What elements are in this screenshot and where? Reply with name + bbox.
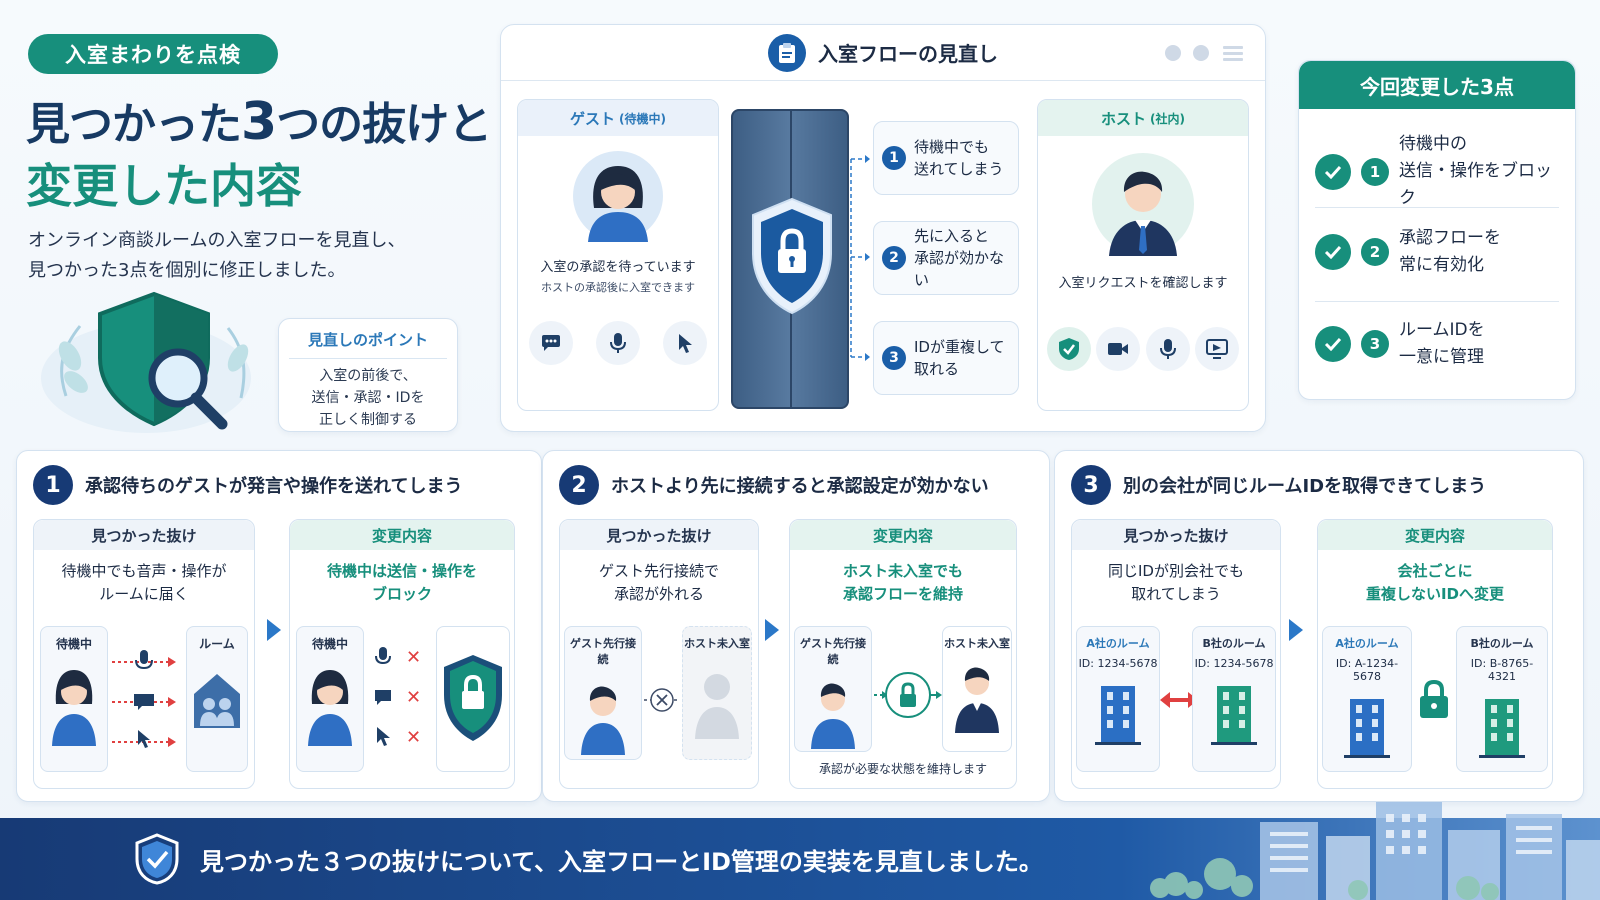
review-point-box: 見直しのポイント 入室の前後で、 送信・承認・IDを 正しく制御する: [278, 318, 458, 432]
arrow-icon: [765, 619, 779, 641]
flow-issue-2: 2 先に入ると承認が効かない: [873, 221, 1019, 295]
shield-lock-icon: [444, 655, 502, 741]
guest-avatar: [573, 151, 663, 242]
microphone-icon[interactable]: [595, 321, 640, 365]
shield-check-icon[interactable]: [1046, 327, 1091, 371]
flow-header: 入室フローの見直し: [501, 25, 1265, 81]
window-dot[interactable]: [1193, 45, 1209, 61]
camera-icon[interactable]: [1096, 327, 1141, 371]
microphone-icon: [375, 647, 391, 665]
blocked-x-icon: ✕: [406, 726, 422, 748]
lock-gate-icon: [874, 672, 942, 718]
guest-avatar: [581, 686, 625, 755]
change-item-3: 3 ルームIDを一意に管理: [1315, 317, 1561, 371]
door-illustration: [731, 109, 849, 409]
screen-share-icon[interactable]: [1195, 327, 1240, 371]
building-icon: [1095, 686, 1141, 745]
guest-first-mini: ゲスト先行接続: [564, 626, 642, 760]
menu-icon[interactable]: [1223, 45, 1243, 61]
lock-icon: [1420, 680, 1448, 718]
issue-connectors: [850, 155, 870, 361]
host-avatar: [955, 667, 999, 733]
flow-issue-1: 1 待機中でも送れてしまう: [873, 121, 1019, 195]
section-2: 2 ホストより先に接続すると承認設定が効かない 見つかった抜け ゲスト先行接続で…: [542, 450, 1050, 802]
guest-avatar: [811, 683, 855, 749]
window-dot[interactable]: [1165, 45, 1181, 61]
lock-mini: [436, 626, 510, 772]
section-3: 3 別の会社が同じルームIDを取得できてしまう 見つかった抜け 同じIDが別会社…: [1054, 450, 1584, 802]
blocked-x-icon: ✕: [406, 686, 422, 708]
host-panel: ホスト(社内) 入室リクエストを確認します: [1037, 99, 1249, 411]
building-icon: [1479, 699, 1525, 758]
clipboard-icon: [768, 33, 806, 72]
section-1-found: 見つかった抜け 待機中でも音声・操作がルームに届く 待機中 ルーム: [33, 519, 255, 789]
section-3-found: 見つかった抜け 同じIDが別会社でも取れてしまう A社のルーム ID: 1234…: [1071, 519, 1281, 789]
window-controls: [1165, 45, 1209, 61]
disconnected-icon: [644, 688, 680, 712]
microphone-icon[interactable]: [1145, 327, 1190, 371]
change-item-2: 2 承認フローを常に有効化: [1315, 225, 1561, 279]
check-icon: [1315, 326, 1351, 362]
send-actions-icon: [112, 650, 176, 748]
flow-window: 入室フローの見直し ゲスト(待機中) 入室の承認を待っています ホストの承認後に…: [500, 24, 1266, 432]
guest-avatar: [308, 670, 352, 746]
blocked-x-icon: ✕: [406, 646, 422, 668]
company-a-room-mini: A社のルーム ID: A-1234-5678: [1322, 626, 1412, 772]
section-1: 1 承認待ちのゲストが発言や操作を送れてしまう 見つかった抜け 待機中でも音声・…: [16, 450, 542, 802]
host-absent-mini: ホスト未入室: [942, 626, 1012, 752]
waiting-mini: 待機中: [296, 626, 364, 772]
guest-avatar: [52, 670, 96, 746]
chat-icon[interactable]: [529, 321, 574, 365]
cursor-icon[interactable]: [662, 321, 707, 365]
shield-lock-icon: [752, 197, 832, 315]
cursor-icon: [377, 727, 390, 746]
guest-first-mini: ゲスト先行接続: [794, 626, 872, 752]
host-avatar: [1092, 153, 1194, 256]
company-b-room-mini: B社のルーム ID: 1234-5678: [1192, 626, 1276, 772]
shield-magnifier-icon: [41, 291, 251, 433]
arrow-icon: [1289, 619, 1303, 641]
blocked-actions: ✕ ✕ ✕: [374, 646, 421, 748]
room-icon: [194, 674, 240, 728]
guest-panel: ゲスト(待機中) 入室の承認を待っています ホストの承認後に入室できます: [517, 99, 719, 411]
change-item-1: 1 待機中の送信・操作をブロック: [1315, 131, 1561, 212]
check-icon: [1315, 234, 1351, 270]
arrow-icon: [267, 619, 281, 641]
section-2-found: 見つかった抜け ゲスト先行接続で承認が外れる ゲスト先行接続 ホスト未入室: [559, 519, 759, 789]
topic-tag: 入室まわりを点検: [28, 34, 278, 74]
chat-icon: [375, 690, 391, 705]
flow-issue-3: 3 IDが重複して取れる: [873, 321, 1019, 395]
building-icon: [1211, 686, 1257, 745]
absent-avatar: [695, 674, 739, 739]
page-description: オンライン商談ルームの入室フローを見直し、 見つかった3点を個別に修正しました。: [28, 230, 406, 281]
city-skyline-icon: [1150, 802, 1600, 900]
page-title-line2: 変更した内容: [26, 159, 302, 213]
section-2-change: 変更内容 ホスト未入室でも承認フローを維持 ゲスト先行接続 ホスト未入室 承認が…: [789, 519, 1017, 789]
check-icon: [1315, 153, 1351, 190]
host-absent-mini: ホスト未入室: [682, 626, 752, 760]
company-b-room-mini: B社のルーム ID: B-8765-4321: [1456, 626, 1548, 772]
section-3-change: 変更内容 会社ごとに重複しないIDへ変更 A社のルーム ID: A-1234-5…: [1317, 519, 1553, 789]
section-1-change: 変更内容 待機中は送信・操作をブロック 待機中 ✕ ✕ ✕: [289, 519, 515, 789]
company-a-room-mini: A社のルーム ID: 1234-5678: [1076, 626, 1160, 772]
room-mini: ルーム: [186, 626, 248, 772]
building-icon: [1344, 699, 1390, 758]
shield-check-icon: [135, 833, 179, 885]
waiting-mini: 待機中: [40, 626, 108, 772]
changes-summary-card: 今回変更した3点 1 待機中の送信・操作をブロック 2 承認フローを常に有効化 …: [1298, 60, 1576, 400]
page-title-line1: 見つかった3つの抜けと: [26, 92, 492, 152]
